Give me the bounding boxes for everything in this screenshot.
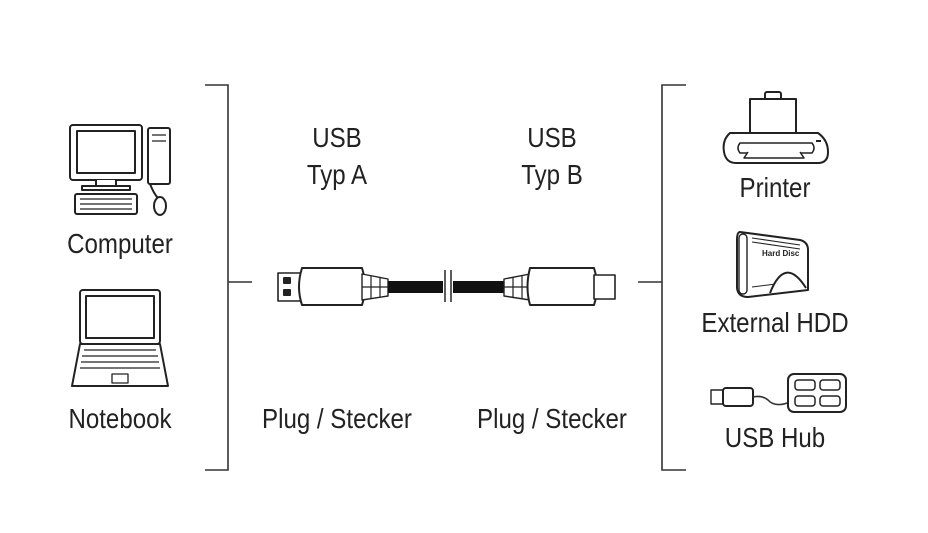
printer-icon bbox=[722, 91, 829, 164]
printer-label: Printer bbox=[739, 172, 811, 203]
plug-b-caption: Plug / Stecker bbox=[477, 403, 627, 434]
left-bracket bbox=[205, 84, 252, 471]
desktop-computer-icon bbox=[69, 124, 171, 216]
notebook-icon bbox=[71, 289, 169, 387]
usb-cable bbox=[277, 267, 616, 306]
usb-a-type: Typ A bbox=[306, 159, 368, 190]
usb-b-line1: USB bbox=[527, 122, 577, 153]
usb-type-a-plug-icon bbox=[277, 267, 389, 306]
cable-wire-left bbox=[388, 281, 443, 293]
external-hdd-icon: Hard Disc bbox=[736, 231, 809, 298]
notebook-label: Notebook bbox=[68, 403, 172, 434]
computer-label: Computer bbox=[67, 228, 173, 259]
cable-wire-right bbox=[453, 281, 504, 293]
plug-a-caption: Plug / Stecker bbox=[262, 403, 412, 434]
external-hdd-label: External HDD bbox=[701, 307, 849, 338]
right-bracket bbox=[638, 84, 686, 471]
usb-hub-icon bbox=[710, 373, 847, 413]
usb-type-b-plug-icon bbox=[503, 267, 616, 306]
usb-a-line1: USB bbox=[312, 122, 362, 153]
usb-hub-label: USB Hub bbox=[724, 422, 826, 453]
usb-b-type: Typ B bbox=[521, 159, 583, 190]
svg-text:Hard Disc: Hard Disc bbox=[762, 249, 800, 258]
